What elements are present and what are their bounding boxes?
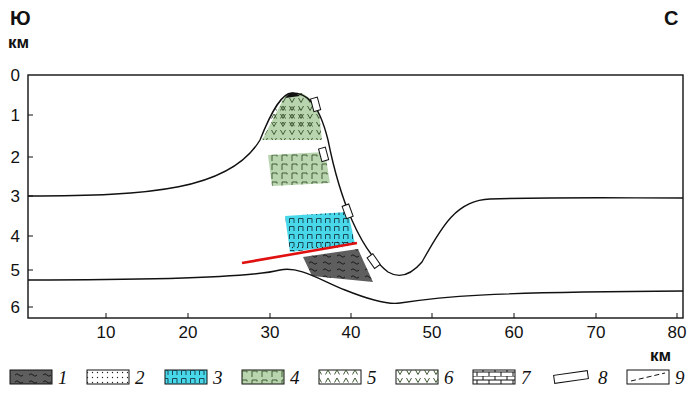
legend-swatch: [242, 370, 284, 384]
axis-number: 4: [11, 228, 20, 245]
axis-number: 10: [97, 324, 116, 341]
legend-number: 4: [290, 368, 300, 387]
legend-pattern: [396, 370, 438, 384]
legend-number: 1: [58, 368, 68, 387]
axis-number: 0: [11, 67, 20, 84]
legend-pattern: [242, 370, 284, 384]
dashed-line-sample: [631, 373, 665, 381]
axis-number: 6: [11, 299, 20, 316]
legend-swatch: [87, 370, 129, 384]
legend-number: 5: [367, 368, 377, 387]
axis-number: 30: [261, 324, 280, 341]
axis-number: 50: [423, 324, 442, 341]
legend-number: 7: [521, 368, 531, 387]
axis-label: км: [8, 34, 29, 51]
legend-number: 3: [213, 368, 223, 387]
axis-number: 3: [11, 188, 20, 205]
legend-pattern: [87, 370, 129, 384]
legend-swatch: [627, 370, 669, 384]
legend-number: 6: [444, 368, 454, 387]
sample-symbol: [554, 371, 589, 384]
axis-number: 20: [179, 324, 198, 341]
axis-number: 1: [11, 107, 20, 124]
axis-label: км: [650, 347, 671, 364]
legend-pattern: [319, 370, 361, 384]
axis-number: 40: [342, 324, 361, 341]
axis-number: 2: [11, 149, 20, 166]
legend-number: 8: [598, 368, 608, 387]
legend-number: 9: [675, 368, 685, 387]
legend-pattern: [10, 370, 52, 384]
legend-swatch: [10, 370, 52, 384]
axis-number: 60: [505, 324, 524, 341]
legend-pattern: [473, 370, 515, 384]
axis-number: 70: [587, 324, 606, 341]
legend-swatch: [396, 370, 438, 384]
legend-pattern: [165, 370, 207, 384]
axis-number: 5: [11, 262, 20, 279]
axis-label: С: [664, 8, 678, 28]
legend-swatch: [165, 370, 207, 384]
axis-label: Ю: [10, 8, 31, 28]
legend-swatch: [473, 370, 515, 384]
legend-swatch: [319, 370, 361, 384]
axis-number: 80: [668, 324, 687, 341]
legend-number: 2: [135, 368, 145, 387]
